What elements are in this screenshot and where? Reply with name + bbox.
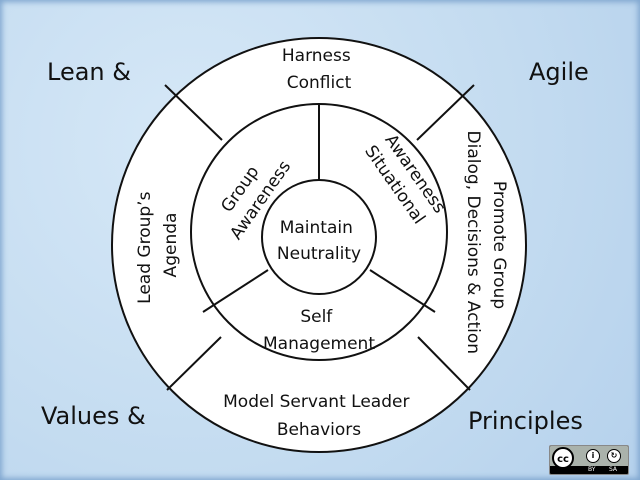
label-self-management: Self Management: [263, 307, 375, 354]
corner-values: Values &: [41, 402, 146, 430]
center-circle: [261, 179, 377, 295]
attribution-icon: i: [586, 449, 600, 463]
by-label: BY: [588, 466, 596, 473]
divider-upper-left: [164, 84, 223, 141]
cc-icon: cc: [552, 447, 574, 469]
corner-agile: Agile: [529, 58, 589, 86]
divider-lower-right: [417, 336, 471, 391]
inner-divider-left: [202, 269, 269, 313]
corner-principles: Principles: [468, 407, 583, 435]
label-maintain-neutrality: Maintain Neutrality: [277, 218, 361, 264]
label-lead-agenda: Lead Group’s Agenda: [135, 186, 181, 304]
label-promote-dialog: Dialog, Decisions & Action Promote Group: [463, 131, 509, 360]
label-model-servant: Model Servant Leader Behaviors: [223, 392, 415, 440]
divider-lower-left: [166, 336, 222, 391]
label-harness-conflict: Harness Conflict: [282, 46, 356, 93]
inner-divider-right: [369, 269, 436, 313]
corner-lean: Lean &: [47, 58, 131, 86]
divider-upper-right: [416, 84, 475, 141]
share-alike-icon: ↻: [607, 449, 621, 463]
cc-by-sa-badge: cc i ↻ BY SA: [549, 445, 629, 475]
sa-label: SA: [609, 466, 618, 473]
